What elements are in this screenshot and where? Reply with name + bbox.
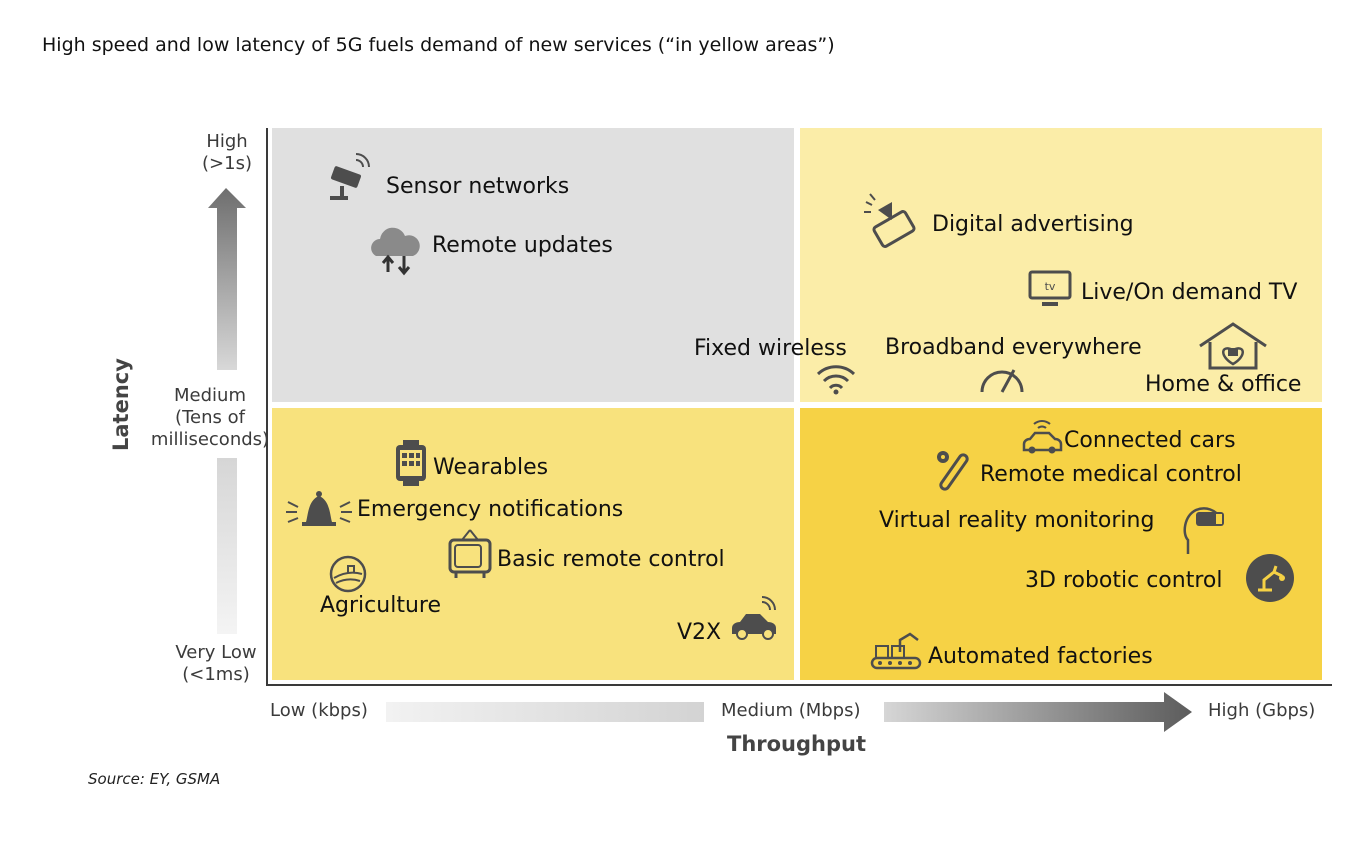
label-sensor-networks: Sensor networks xyxy=(386,174,570,199)
chart-title: High speed and low latency of 5G fuels d… xyxy=(42,34,835,56)
speedometer-icon xyxy=(980,369,1024,393)
quadrant-low-throughput-high-latency xyxy=(272,128,794,402)
label-agriculture: Agriculture xyxy=(320,593,441,618)
quadrant-low-throughput-low-latency xyxy=(272,408,794,680)
label-digital-advertising: Digital advertising xyxy=(932,212,1134,237)
label-robotic-control: 3D robotic control xyxy=(1025,568,1223,593)
label-remote-medical-control: Remote medical control xyxy=(980,462,1242,487)
y-label-medium: Medium (Tens of milliseconds) xyxy=(150,385,270,451)
cloud-sync-icon xyxy=(371,227,420,276)
smartwatch-icon xyxy=(396,440,426,486)
y-label-medium-text: Medium (Tens of milliseconds) xyxy=(150,385,270,450)
x-axis-title: Throughput xyxy=(727,732,867,756)
latency-up-arrow xyxy=(208,188,246,370)
label-live-tv: Live/On demand TV xyxy=(1081,280,1298,305)
latency-lower-bar xyxy=(217,458,237,634)
y-label-high: High (>1s) xyxy=(186,131,268,175)
label-remote-updates: Remote updates xyxy=(432,233,613,258)
label-emergency-notifications: Emergency notifications xyxy=(357,497,624,522)
bell-icon xyxy=(286,491,352,526)
x-label-low: Low (kbps) xyxy=(270,700,368,721)
y-label-low-text: Very Low (<1ms) xyxy=(175,642,257,685)
label-automated-factories: Automated factories xyxy=(928,644,1153,669)
tv-icon: tv xyxy=(1028,270,1072,306)
throughput-arrow-graphic xyxy=(386,692,1192,732)
latency-arrow-graphic xyxy=(208,188,246,634)
vr-headset-icon xyxy=(1183,507,1224,554)
home-icon xyxy=(1199,322,1267,370)
x-label-high: High (Gbps) xyxy=(1208,700,1316,721)
connected-car-small-icon xyxy=(1022,420,1063,454)
cctv-camera-icon xyxy=(330,153,370,200)
label-connected-cars: Connected cars xyxy=(1064,428,1236,453)
label-virtual-reality-monitoring: Virtual reality monitoring xyxy=(879,508,1155,533)
y-axis-line xyxy=(266,128,268,686)
y-label-high-text: High (>1s) xyxy=(202,131,252,174)
x-label-medium: Medium (Mbps) xyxy=(721,700,861,721)
factory-conveyor-icon xyxy=(870,632,922,670)
source-note: Source: EY, GSMA xyxy=(88,770,221,788)
x-axis-line xyxy=(266,684,1332,686)
robotic-arm-icon xyxy=(1246,554,1294,602)
label-basic-remote-control: Basic remote control xyxy=(497,547,725,572)
thermometer-icon xyxy=(937,451,969,491)
y-label-low: Very Low (<1ms) xyxy=(160,642,272,686)
quadrant-high-throughput-high-latency xyxy=(800,128,1322,402)
label-home-office: Home & office xyxy=(1145,372,1302,397)
tv-icon-text: tv xyxy=(1045,280,1056,293)
retro-tv-icon xyxy=(448,529,492,578)
label-v2x: V2X xyxy=(677,620,722,645)
y-axis-title: Latency xyxy=(109,358,133,451)
quadrant-high-throughput-low-latency xyxy=(800,408,1322,680)
megaphone-phone-icon xyxy=(864,193,916,248)
throughput-left-bar xyxy=(386,702,704,722)
label-fixed-wireless: Fixed wireless xyxy=(694,336,847,361)
label-broadband-everywhere: Broadband everywhere xyxy=(885,335,1142,360)
throughput-right-arrow xyxy=(884,692,1192,732)
label-wearables: Wearables xyxy=(433,455,549,480)
field-icon xyxy=(329,555,367,593)
wifi-icon xyxy=(816,365,856,395)
connected-car-icon xyxy=(732,596,776,640)
